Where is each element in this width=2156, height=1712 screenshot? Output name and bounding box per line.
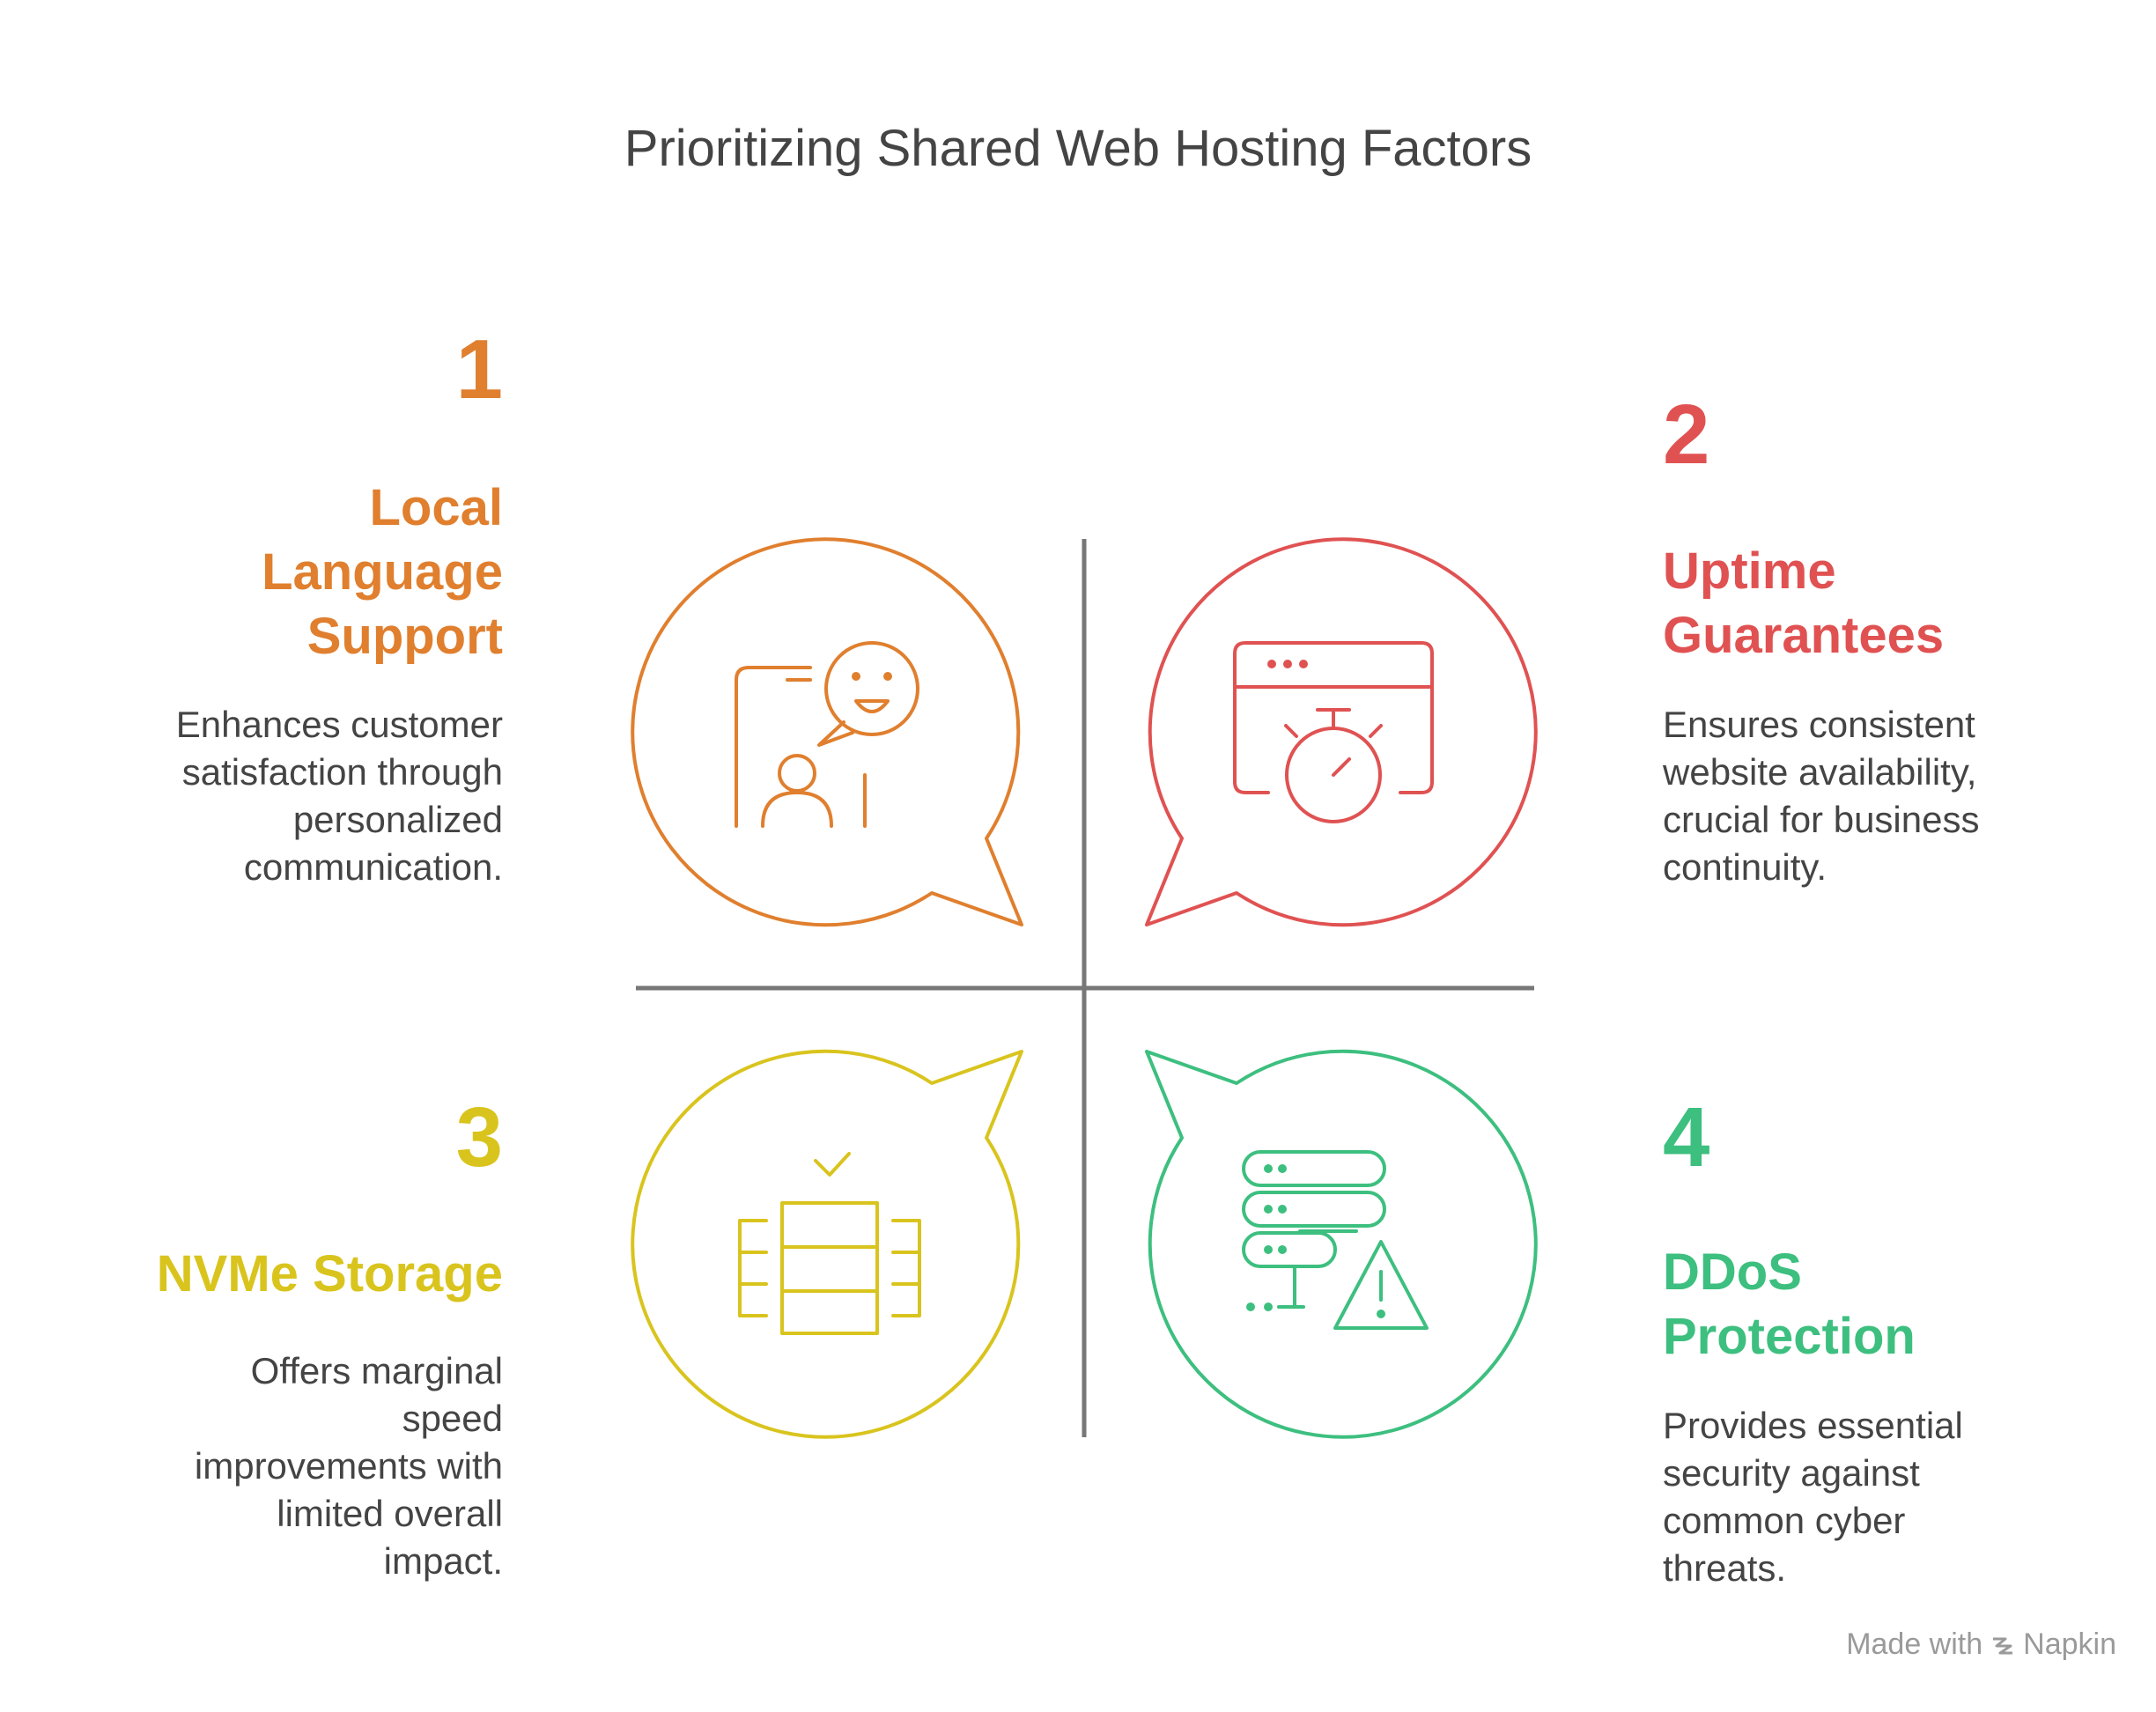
factor-1-description-line: personalized (292, 799, 503, 840)
browser-stopwatch-icon (1233, 641, 1434, 823)
factor-1-bubble (631, 537, 1023, 927)
factor-1-heading-line: Language (262, 543, 503, 601)
factor-2-description: Ensures consistent website availability,… (1663, 701, 2033, 891)
diagram-title: Prioritizing Shared Web Hosting Factors (624, 120, 1532, 177)
factor-4-heading-line: DDoS (1663, 1243, 1802, 1301)
factor-3-description-line: impact. (383, 1540, 503, 1582)
factor-4-description-line: security against (1663, 1452, 1920, 1494)
napkin-logo-icon (1993, 1637, 2013, 1654)
factor-2-description-line: website availability, (1663, 751, 1977, 793)
factor-3-number: 3 (455, 1090, 503, 1184)
factor-4-description: Provides essential security against comm… (1663, 1402, 2033, 1592)
factor-3-bubble (631, 1049, 1023, 1439)
factor-4-heading: DDoS Protection (1663, 1240, 2033, 1369)
factor-3-description-line: speed (402, 1398, 503, 1439)
factor-1-description-line: communication. (243, 846, 503, 888)
factor-4-description-line: common cyber (1663, 1500, 1906, 1541)
factor-2-heading-line: Guarantees (1663, 607, 1945, 664)
factor-3-description: Offers marginal speed improvements with … (133, 1347, 503, 1585)
factor-4-description-line: Provides essential (1663, 1405, 1963, 1446)
factor-4-heading-line: Protection (1663, 1308, 1916, 1365)
factor-3-heading: NVMe Storage (45, 1242, 503, 1306)
factor-1-description: Enhances customer satisfaction through p… (133, 701, 503, 891)
factor-3-heading-line: NVMe Storage (156, 1245, 503, 1302)
credit-brand: Napkin (2023, 1627, 2116, 1661)
factor-1-description-line: Enhances customer (175, 704, 503, 745)
factor-3-description-line: improvements with (194, 1445, 503, 1487)
factor-1-heading-line: Local (369, 479, 504, 536)
factor-2-description-line: Ensures consistent (1663, 704, 1975, 745)
factor-1-description-line: satisfaction through (181, 751, 503, 793)
storage-check-icon (738, 1152, 921, 1335)
factor-2-heading: Uptime Guarantees (1663, 539, 2033, 668)
factor-4-description-line: threats. (1663, 1547, 1787, 1589)
factor-1-heading: Local Language Support (133, 476, 503, 668)
napkin-credit[interactable]: Made with Napkin (1846, 1627, 2116, 1662)
factor-3-description-line: Offers marginal (250, 1350, 503, 1391)
factor-2-description-line: crucial for business (1663, 799, 1980, 840)
factor-1-heading-line: Support (306, 608, 503, 665)
server-warning-icon (1242, 1150, 1429, 1330)
factor-3-description-line: limited overall (277, 1493, 503, 1534)
factor-2-description-line: continuity. (1663, 846, 1827, 888)
factor-2-heading-line: Uptime (1663, 542, 1836, 600)
factor-4-bubble (1145, 1049, 1538, 1439)
factor-4-number: 4 (1663, 1090, 1710, 1184)
factor-2-number: 2 (1663, 387, 1710, 482)
chat-person-icon (735, 641, 919, 828)
factor-2-bubble (1145, 537, 1538, 927)
credit-prefix: Made with (1846, 1627, 1983, 1661)
factor-1-number: 1 (455, 322, 503, 417)
